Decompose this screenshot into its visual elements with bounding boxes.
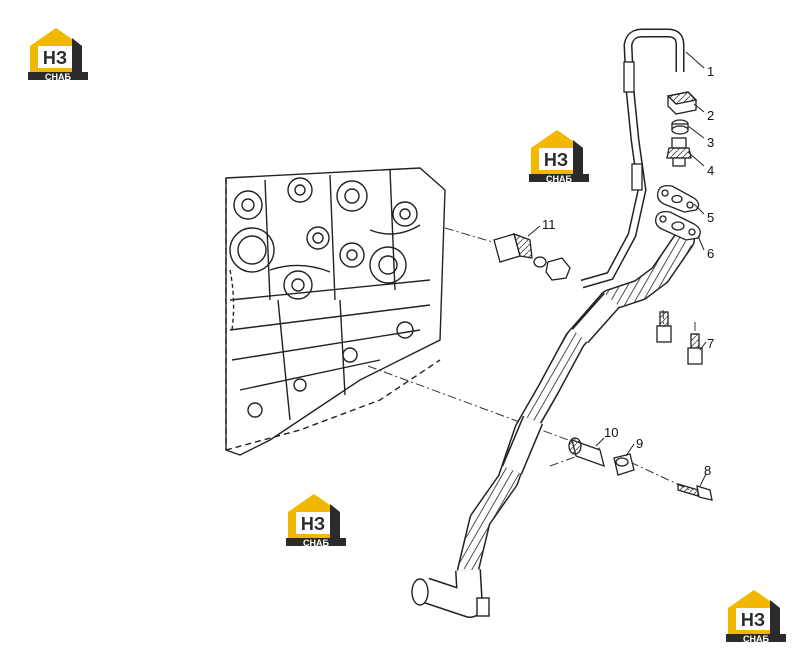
callout-5: 5	[707, 210, 714, 225]
callout-11: 11	[542, 217, 556, 232]
spacer-part-9	[613, 453, 635, 476]
banjo-fitting-part-10	[568, 437, 605, 468]
callout-leaders	[527, 51, 707, 487]
logo-mark: НЗ	[544, 150, 568, 170]
flange-part-6	[655, 210, 701, 241]
watermark-logo: НЗ СНАБ	[286, 494, 346, 546]
upper-oil-pipe	[580, 28, 685, 289]
watermark-logo: НЗ СНАБ	[529, 130, 589, 182]
callout-7: 7	[707, 336, 714, 351]
callout-4: 4	[707, 163, 714, 178]
nut-part-2	[666, 91, 698, 115]
callout-10: 10	[604, 425, 618, 440]
bolt-part-8	[677, 483, 713, 501]
brand-logo: НЗ СНАБ	[28, 28, 88, 80]
logo-sub: СНАБ	[303, 538, 329, 546]
logo-sub: СНАБ	[546, 174, 572, 182]
callout-1: 1	[707, 64, 714, 79]
callout-9: 9	[636, 436, 643, 451]
callout-3: 3	[707, 135, 714, 150]
stud-part-7	[656, 311, 703, 365]
fitting-part-11	[493, 232, 571, 281]
engine-block	[225, 167, 446, 456]
logo-mark: НЗ	[741, 610, 765, 630]
callout-labels: 1 2 3 4 5 6 7 8 9 10 11	[542, 64, 714, 478]
callout-8: 8	[704, 463, 711, 478]
logo-sub: СНАБ	[743, 634, 769, 642]
watermark-logo: НЗ СНАБ	[726, 590, 786, 642]
callout-6: 6	[707, 246, 714, 261]
logo-sub: СНАБ	[45, 72, 71, 80]
flexible-drain-hose	[411, 229, 695, 618]
adapter-part-4	[666, 137, 692, 167]
logo-mark: НЗ	[43, 48, 67, 68]
callout-2: 2	[707, 108, 714, 123]
washer-part-3	[671, 119, 689, 135]
gasket-part-5	[656, 184, 700, 213]
logo-mark: НЗ	[301, 514, 325, 534]
